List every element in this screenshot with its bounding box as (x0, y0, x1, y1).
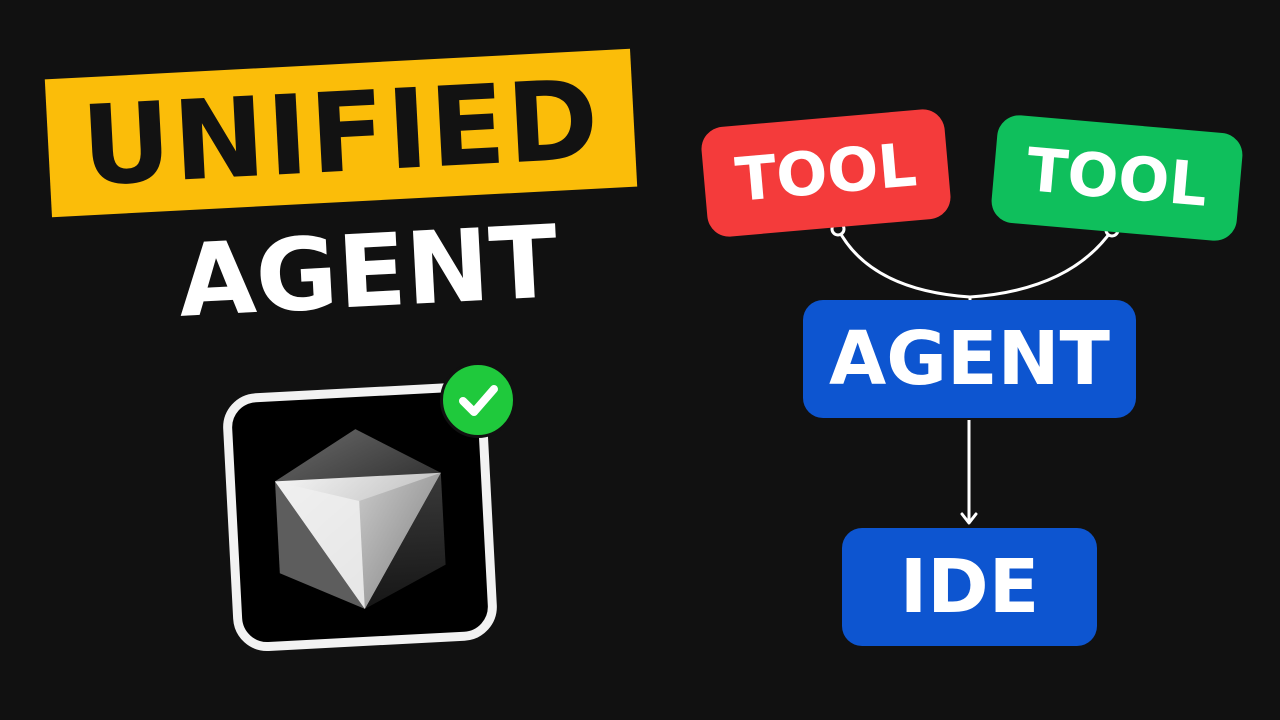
agent-box: AGENT (803, 300, 1136, 418)
checkmark-icon (459, 385, 498, 416)
arrow-head-icon (960, 512, 978, 525)
cube-app-icon (221, 381, 499, 653)
ide-box: IDE (842, 528, 1097, 646)
cube-graphic (275, 429, 446, 609)
verified-badge (440, 362, 516, 438)
tool-box-red: TOOL (699, 107, 953, 239)
tool-box-green: TOOL (989, 113, 1245, 243)
